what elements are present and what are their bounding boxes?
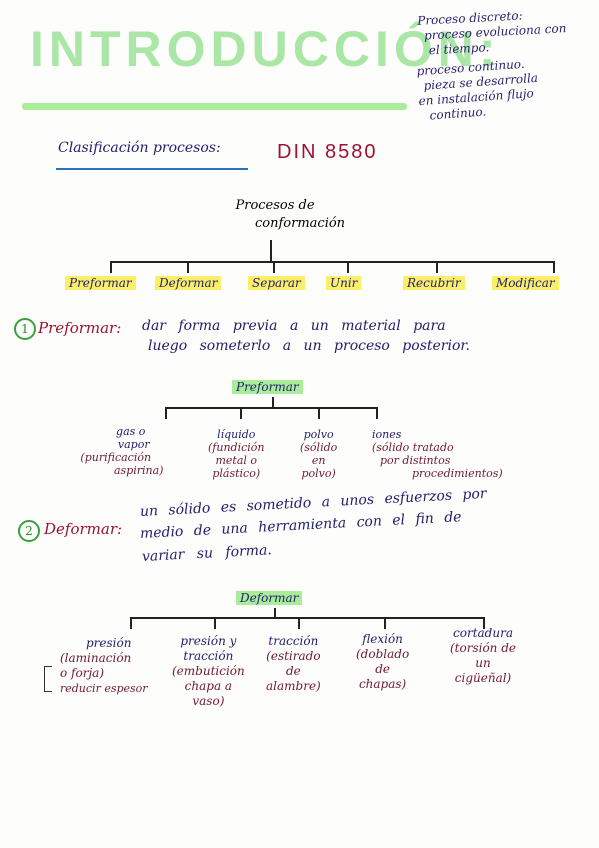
deformar-item-traccion: tracción (estirado de alambre) [266,634,321,694]
flexion-desc-l3: chapas) [358,677,407,691]
gas-name-l2: vapor [117,438,150,451]
section2-number: 2 [18,520,40,542]
tree-drop-2 [187,261,189,273]
section1-tree-title: Preformar [232,380,303,394]
section1-tree-bar [165,407,378,409]
tree-branch-bar [110,261,555,263]
liquido-desc-l1: (fundición [208,441,265,454]
category-unir: Unir [326,276,362,290]
preformar-item-iones: iones (sólido tratado por distintos proc… [372,428,503,480]
section1-heading: Preformar: [38,319,122,337]
liquido-desc-l3: plástico) [212,467,261,480]
presion-traccion-desc-l3: vaso) [192,694,225,708]
section2-drop-3 [298,617,300,629]
din-standard: DIN 8580 [277,141,378,163]
section1-drop-1 [165,407,167,419]
category-separar: Separar [248,276,305,290]
deformar-item-cortadura: cortadura (torsión de un cigüeñal) [450,626,516,686]
presion-desc-l2: o forja) [60,666,104,680]
presion-traccion-desc-l2: chapa a [184,679,233,693]
tree-drop-3 [273,261,275,273]
cortadura-desc-l3: cigüeñal) [454,671,512,685]
section1-drop-3 [318,407,320,419]
section1-text-l1: dar forma previa a un material para [142,318,446,334]
section1-number: 1 [14,318,36,340]
traccion-desc-l3: alambre) [266,679,321,693]
flexion-name: flexión [362,632,403,646]
section2-drop-4 [384,617,386,629]
section2-tree-bar [130,617,485,619]
deformar-item-presion-traccion: presión y tracción (embutición chapa a v… [172,634,245,709]
section2-tree-title: Deformar [236,591,303,605]
polvo-desc-l2: en [311,454,326,467]
traccion-desc-l2: de [285,664,301,678]
cortadura-desc-l2: un [475,656,491,670]
tree-drop-4 [347,261,349,273]
tree-root-l1: Procesos de [235,198,315,213]
category-deformar: Deformar [155,276,222,290]
iones-desc-l2: por distintos [380,454,451,467]
flexion-desc-l1: (doblado [356,647,410,661]
liquido-name: líquido [217,428,256,441]
section1-drop-4 [376,407,378,419]
presion-traccion-name-l1: presión y [180,634,237,648]
preformar-item-liquido: líquido (fundición metal o plástico) [208,428,264,480]
traccion-name: tracción [268,634,319,648]
presion-name: presión [86,636,132,650]
tree-root: Procesos de conformación [205,197,345,233]
side-note-continuo: proceso continuo. pieza se desarrolla en… [416,56,541,124]
tree-trunk [270,240,272,262]
classification-underline [56,168,248,170]
flexion-desc-l2: de [375,662,390,676]
preformar-item-polvo: polvo (sólido en polvo) [300,428,337,480]
classification-label: Clasificación procesos: [58,140,221,156]
presion-desc-l1: (laminación [60,651,132,665]
liquido-desc-l2: metal o [215,454,258,467]
deformar-item-presion: presión (laminación o forja) reducir esp… [60,636,148,696]
side-note-discreto: Proceso discreto: proceso evoluciona con… [417,6,568,59]
gas-desc-l2: aspirina) [114,464,164,477]
title-underline [22,103,407,110]
deformar-item-flexion: flexión (doblado de chapas) [356,632,409,692]
traccion-desc-l1: (estirado [266,649,321,663]
category-recubrir: Recubrir [403,276,465,290]
category-preformar: Preformar [65,276,136,290]
section1-drop-2 [240,407,242,419]
section2-text-l3: variar su forma. [141,542,273,565]
category-modificar: Modificar [492,276,559,290]
presion-traccion-name-l2: tracción [183,649,234,663]
section2-drop-1 [130,617,132,629]
tree-root-l2: conformación [255,216,346,231]
iones-desc-l1: (sólido tratado [372,441,454,454]
section1-tree-trunk [272,397,274,408]
polvo-desc-l1: (sólido [300,441,338,454]
tree-drop-1 [110,261,112,273]
section2-tree-trunk [274,608,276,618]
iones-name: iones [372,428,402,441]
iones-desc-l3: procedimientos) [412,467,503,480]
section2-heading: Deformar: [44,520,123,538]
presion-bracket [44,666,52,692]
tree-drop-5 [436,261,438,273]
section1-text-l2: luego someterlo a un proceso posterior. [148,338,470,354]
preformar-item-gas: gas o vapor (purificación aspirina) [68,425,163,477]
cortadura-name: cortadura [453,626,513,640]
section2-drop-5 [483,617,485,629]
polvo-name: polvo [303,428,334,441]
tree-drop-6 [553,261,555,273]
section2-drop-2 [214,617,216,629]
gas-name-l1: gas o [116,425,146,438]
cortadura-desc-l1: (torsión de [450,641,517,655]
gas-desc-l1: (purificación [80,451,152,464]
page-title: INTRODUCCIÓN: [30,21,501,77]
presion-desc-l3: reducir espesor [60,682,148,695]
presion-traccion-desc-l1: (embutición [172,664,245,678]
polvo-desc-l3: polvo) [301,467,336,480]
